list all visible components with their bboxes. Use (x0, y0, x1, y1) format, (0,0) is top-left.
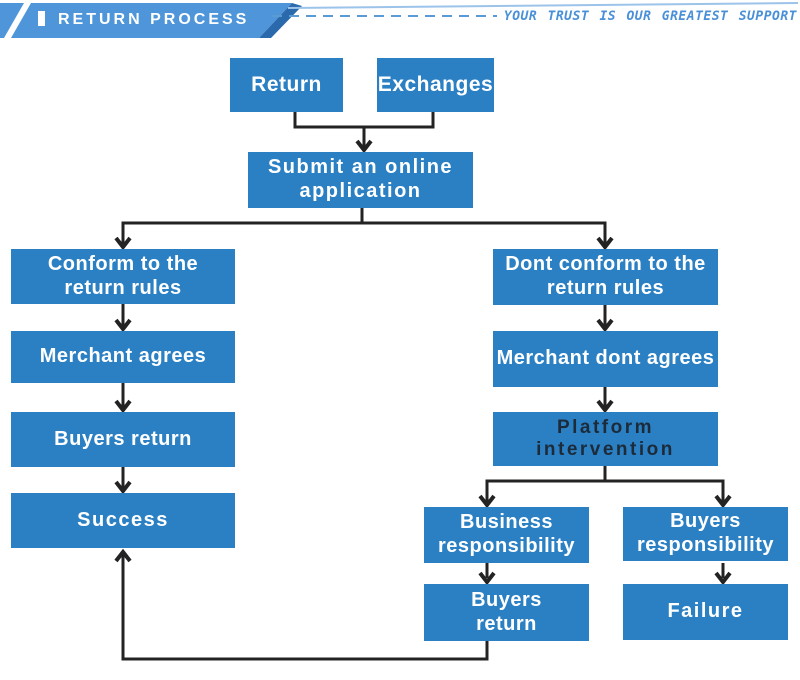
node-buyers-return-left: Buyers return (11, 412, 235, 467)
node-success: Success (11, 493, 235, 548)
node-conform-rules: Conform to the return rules (11, 249, 235, 304)
arrow-buyers-to-success-head (114, 480, 132, 495)
title-marker-icon (38, 11, 45, 26)
node-return: Return (230, 58, 343, 112)
banner-ribbon (0, 3, 292, 38)
arrow-conform-to-merchant-head (114, 318, 132, 333)
node-merchant-agrees: Merchant agrees (11, 331, 235, 383)
banner-fold (259, 3, 302, 38)
arrow-to-conform-head (114, 236, 132, 251)
arrow-business-to-buyersreturn-head (478, 571, 496, 586)
header-top-line (287, 2, 799, 9)
arrow-to-buyersresp-head (714, 494, 732, 509)
header-tagline: YOUR TRUST IS OUR GREATEST SUPPORT (503, 9, 797, 24)
arrow-merchantdont-to-platform-head (596, 399, 614, 414)
banner-slash (4, 3, 31, 38)
node-submit-application: Submit an online application (248, 152, 473, 208)
arrow-to-business-head (478, 494, 496, 509)
node-exchanges: Exchanges (377, 58, 494, 112)
arrow-dontconform-to-merchantdont-head (596, 318, 614, 333)
node-dont-conform-rules: Dont conform to the return rules (493, 249, 718, 305)
page-title: RETURN PROCESS (38, 11, 249, 29)
node-buyers-responsibility: Buyers responsibility (623, 507, 788, 561)
node-business-responsibility: Business responsibility (424, 507, 589, 563)
page-title-text: RETURN PROCESS (58, 11, 250, 28)
header: RETURN PROCESS YOUR TRUST IS OUR GREATES… (0, 0, 800, 45)
node-failure: Failure (623, 584, 788, 640)
node-merchant-dont-agrees: Merchant dont agrees (493, 331, 718, 387)
arrow-to-submit-head (355, 139, 373, 154)
arrow-feedback-up-head (114, 548, 132, 563)
arrow-buyersresp-to-failure-head (714, 571, 732, 586)
arrow-to-dont-conform-head (596, 236, 614, 251)
arrow-merchant-to-buyers-head (114, 399, 132, 414)
node-buyers-return-right: Buyers return (424, 584, 589, 641)
header-banner-graphic (0, 2, 799, 38)
node-platform-intervention: Platform intervention (493, 412, 718, 466)
